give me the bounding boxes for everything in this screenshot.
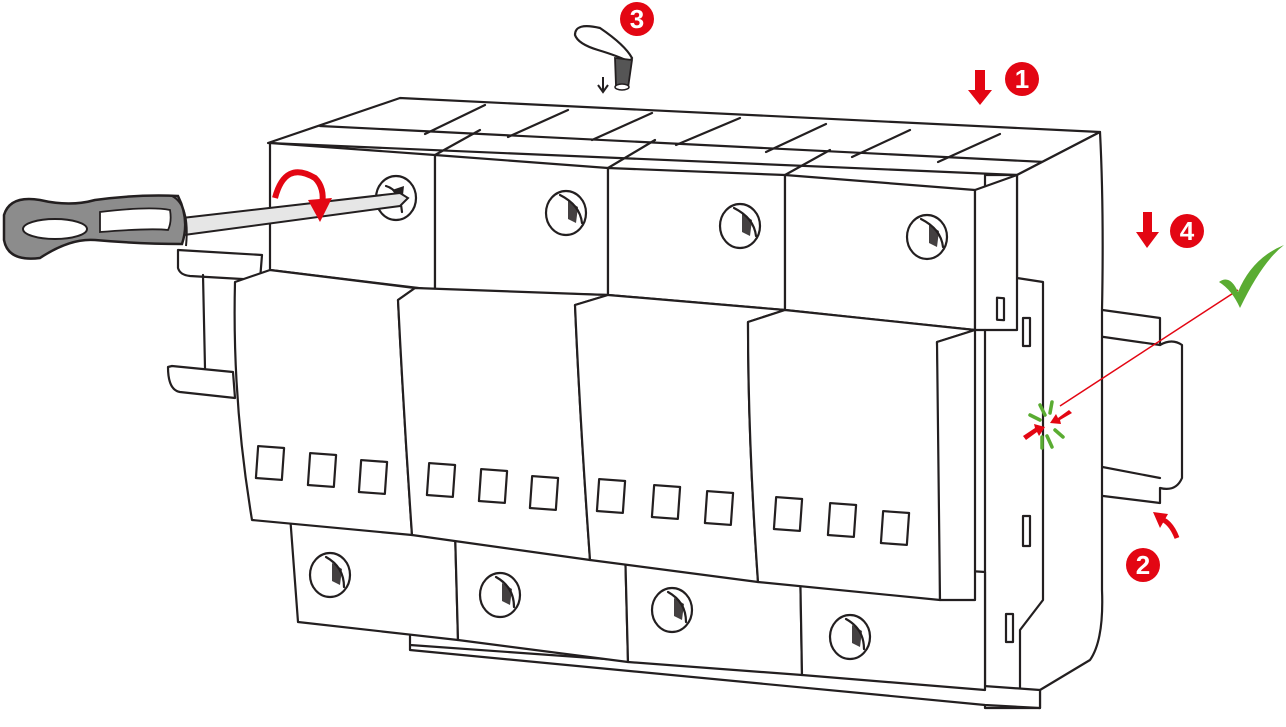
screw-icon[interactable]: [905, 213, 949, 261]
rotate-arrow-icon: [272, 169, 326, 206]
step-badge-3: 3: [620, 2, 654, 36]
click-burst-icon: [1023, 400, 1072, 450]
screw-icon[interactable]: [650, 586, 694, 634]
step-badge-4: 4: [1170, 214, 1204, 248]
front-modules: [233, 268, 977, 602]
down-arrow-icon: [968, 70, 992, 105]
screw-icon[interactable]: [718, 202, 762, 250]
step-badge-2: 2: [1126, 548, 1160, 582]
step-badge-1: 1: [1005, 62, 1039, 96]
screw-icon[interactable]: [828, 613, 872, 661]
din-rail: [1086, 306, 1184, 505]
curved-arrowhead: [1153, 512, 1168, 528]
upper-terminal-row: [268, 128, 1019, 332]
screw-icon[interactable]: [308, 551, 352, 599]
screw-icon[interactable]: [478, 571, 522, 619]
pointer-line: [1059, 289, 1239, 407]
side-slots: [995, 296, 1032, 644]
rear-bracket: [166, 248, 264, 400]
screw-icon[interactable]: [544, 189, 588, 237]
check-mark-icon: [1219, 245, 1284, 308]
status-windows: [254, 445, 911, 546]
rotate-arrowhead: [308, 198, 332, 222]
screwdriver-icon: [2, 191, 410, 260]
wire-icon: [573, 25, 634, 94]
down-arrow-icon: [1136, 212, 1159, 248]
